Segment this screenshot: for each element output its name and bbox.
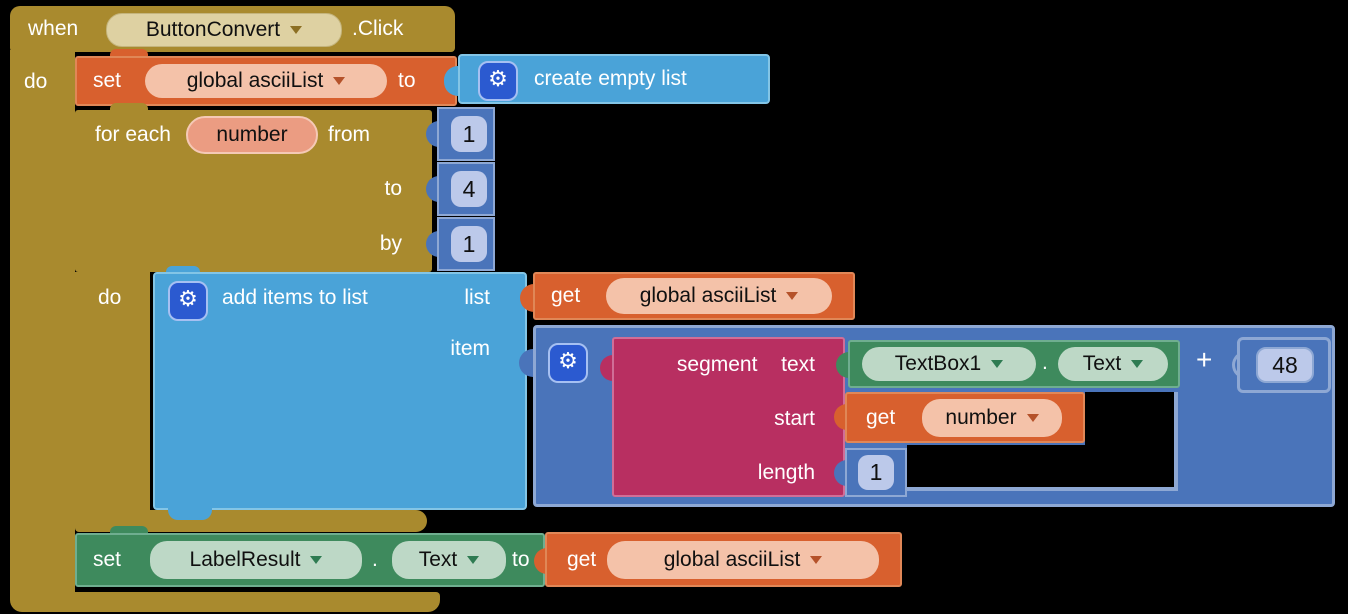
segment-keyword: segment xyxy=(676,353,758,376)
variable-dropdown-value: global asciiList xyxy=(663,548,801,571)
when-block-bottom xyxy=(10,592,440,612)
mutator-gear-icon[interactable]: ⚙ xyxy=(168,281,208,321)
plug-tab xyxy=(834,460,847,486)
property-dropdown[interactable]: Text xyxy=(1058,347,1168,381)
component-dropdown-value: ButtonConvert xyxy=(145,18,281,41)
property-dropdown[interactable]: Text xyxy=(392,541,506,579)
dot-separator: . xyxy=(372,548,378,571)
variable-dropdown-value: global asciiList xyxy=(639,284,777,307)
segment-label-row: segment text xyxy=(612,353,815,377)
number-value-field[interactable]: 1 xyxy=(858,455,894,490)
variable-dropdown[interactable]: number xyxy=(922,399,1062,437)
variable-dropdown-value: number xyxy=(945,406,1017,429)
number-value: 1 xyxy=(462,230,476,257)
for-each-do-label: do xyxy=(98,286,122,309)
for-each-bottom xyxy=(75,510,427,532)
loop-variable-field[interactable]: number xyxy=(186,116,318,154)
plug-tab xyxy=(426,176,439,202)
number-value-field[interactable]: 4 xyxy=(451,171,487,207)
chevron-down-icon xyxy=(1131,360,1144,368)
property-dropdown-value: Text xyxy=(1082,352,1122,375)
plug-tab xyxy=(426,121,439,147)
mutator-gear-icon[interactable]: ⚙ xyxy=(548,343,588,383)
number-value: 4 xyxy=(462,175,476,202)
set-keyword: set xyxy=(93,69,122,92)
to-keyword: to xyxy=(398,69,416,92)
create-empty-list-label: create empty list xyxy=(534,67,687,90)
input-hole xyxy=(1085,392,1178,445)
plug-tab xyxy=(534,548,548,574)
chevron-down-icon xyxy=(467,556,480,564)
dot-separator: . xyxy=(1042,351,1048,374)
from-keyword: from xyxy=(328,123,370,146)
plug-tab xyxy=(836,352,850,378)
chevron-down-icon xyxy=(333,77,346,85)
plug-tab xyxy=(600,355,614,381)
segment-text-arg: text xyxy=(781,353,815,376)
statement-notch xyxy=(110,49,148,58)
number-value-field[interactable]: 1 xyxy=(451,116,487,152)
statement-notch xyxy=(110,103,148,112)
component-dropdown[interactable]: LabelResult xyxy=(150,541,362,579)
number-value: 48 xyxy=(1272,351,1298,378)
plus-operator: + xyxy=(1196,344,1213,375)
chevron-down-icon xyxy=(290,26,303,34)
number-value: 1 xyxy=(462,120,476,147)
number-value: 1 xyxy=(869,459,883,485)
segment-length-arg: length xyxy=(757,461,815,484)
for-each-left-column xyxy=(75,272,150,512)
number-value-field[interactable]: 1 xyxy=(451,226,487,262)
chevron-down-icon xyxy=(310,556,323,564)
segment-start-arg: start xyxy=(774,407,815,430)
plug-tab xyxy=(444,66,460,96)
variable-dropdown[interactable]: global asciiList xyxy=(606,278,832,314)
when-block-left-column xyxy=(10,50,75,594)
by-keyword: by xyxy=(379,232,402,255)
get-keyword: get xyxy=(567,548,597,571)
set-keyword: set xyxy=(93,548,122,571)
get-keyword: get xyxy=(551,284,581,307)
input-hole xyxy=(907,445,1178,491)
plug-tab xyxy=(834,404,847,430)
segment-body[interactable] xyxy=(612,337,845,497)
component-dropdown-value: TextBox1 xyxy=(894,352,982,375)
to-keyword: to xyxy=(512,548,530,571)
plug-tab xyxy=(426,231,439,257)
statement-notch xyxy=(110,526,148,535)
variable-dropdown[interactable]: global asciiList xyxy=(145,64,387,98)
chevron-down-icon xyxy=(1026,414,1039,422)
plug-tab xyxy=(519,349,535,377)
chevron-down-icon xyxy=(786,292,799,300)
number-value-field[interactable]: 48 xyxy=(1256,347,1314,383)
to-keyword: to xyxy=(384,177,402,200)
for-each-keyword: for each xyxy=(95,123,171,146)
next-statement-tab xyxy=(168,508,212,520)
component-dropdown[interactable]: TextBox1 xyxy=(862,347,1036,381)
when-do-label: do xyxy=(24,70,48,93)
variable-dropdown[interactable]: global asciiList xyxy=(607,541,879,579)
statement-notch xyxy=(166,266,200,274)
component-dropdown[interactable]: ButtonConvert xyxy=(106,13,342,47)
component-dropdown-value: LabelResult xyxy=(189,548,301,571)
variable-dropdown-value: global asciiList xyxy=(186,69,324,92)
item-arg-label: item xyxy=(450,337,490,360)
chevron-down-icon xyxy=(991,360,1004,368)
add-items-body[interactable] xyxy=(153,272,527,510)
get-keyword: get xyxy=(866,406,896,429)
loop-variable-name: number xyxy=(216,123,288,146)
add-items-label: add items to list xyxy=(222,286,368,309)
mutator-gear-icon[interactable]: ⚙ xyxy=(478,61,518,101)
chevron-down-icon xyxy=(810,556,823,564)
when-keyword: when xyxy=(28,17,79,40)
property-dropdown-value: Text xyxy=(418,548,458,571)
plug-tab xyxy=(520,284,535,312)
event-name: .Click xyxy=(352,17,404,40)
list-arg-label: list xyxy=(464,286,490,309)
